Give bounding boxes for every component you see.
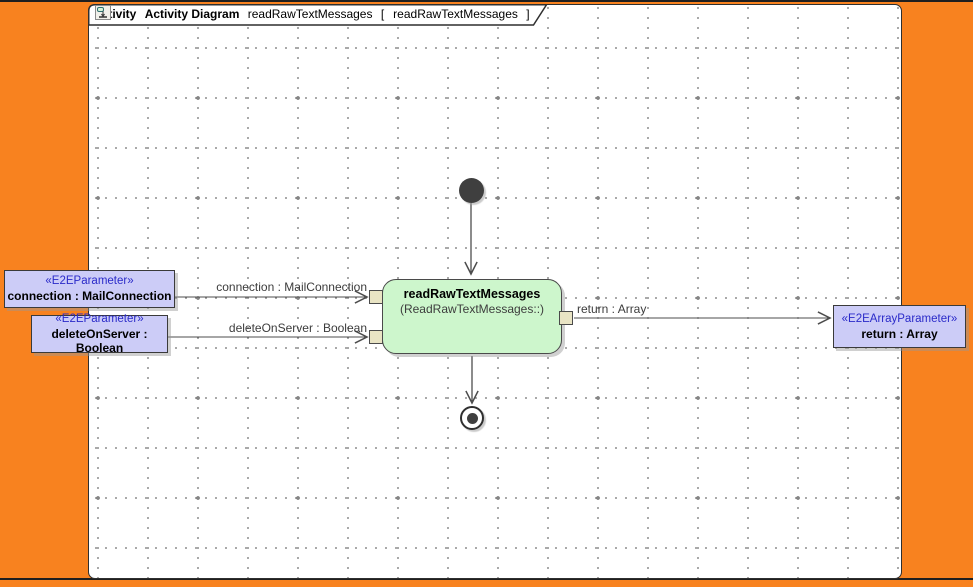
frame-close-bracket: ]: [526, 7, 530, 21]
parameter-node-deleteonserver[interactable]: «E2EParameter» deleteOnServer : Boolean: [31, 313, 168, 355]
frame-type-label: Activity Diagram: [144, 7, 240, 21]
edge-label-connection[interactable]: connection : MailConnection: [216, 280, 367, 294]
parameter-name: connection : MailConnection: [7, 289, 172, 303]
action-qualifier: (ReadRawTextMessages::): [399, 302, 545, 316]
input-pin-deleteonserver[interactable]: [369, 330, 383, 344]
input-pin-connection[interactable]: [369, 290, 383, 304]
frame-name-tab[interactable]: activity Activity Diagram readRawTextMes…: [88, 4, 558, 27]
action-node-readrawtextmessages[interactable]: readRawTextMessages (ReadRawTextMessages…: [382, 279, 562, 354]
frame-tab-text: activity Activity Diagram readRawTextMes…: [95, 5, 530, 24]
edge-label-deleteonserver[interactable]: deleteOnServer : Boolean: [228, 321, 367, 335]
parameter-name: deleteOnServer : Boolean: [51, 327, 148, 355]
frame-tab-shape: [88, 4, 548, 26]
window-bottom-border: [0, 578, 973, 580]
frame-diagram-name: readRawTextMessages: [247, 7, 373, 21]
window-top-border: [0, 0, 973, 2]
frame-ref-name: readRawTextMessages: [393, 7, 518, 21]
stereotype-label: «E2EParameter»: [55, 313, 144, 325]
activity-final-inner-dot: [466, 412, 478, 424]
stereotype-label: «E2EParameter»: [45, 275, 134, 287]
activity-final-node[interactable]: [460, 406, 484, 430]
initial-node[interactable]: [459, 178, 484, 203]
frame-open-bracket: [: [380, 7, 385, 21]
edge-label-return[interactable]: return : Array: [577, 302, 647, 316]
stereotype-label: «E2EArrayParameter»: [841, 312, 958, 325]
parameter-node-connection[interactable]: «E2EParameter» connection : MailConnecti…: [4, 270, 175, 308]
diagram-canvas[interactable]: [88, 4, 902, 579]
output-pin-return[interactable]: [559, 311, 573, 325]
parameter-node-return[interactable]: «E2EArrayParameter» return : Array: [833, 305, 966, 348]
parameter-name: return : Array: [861, 326, 938, 341]
action-name: readRawTextMessages: [403, 287, 541, 301]
